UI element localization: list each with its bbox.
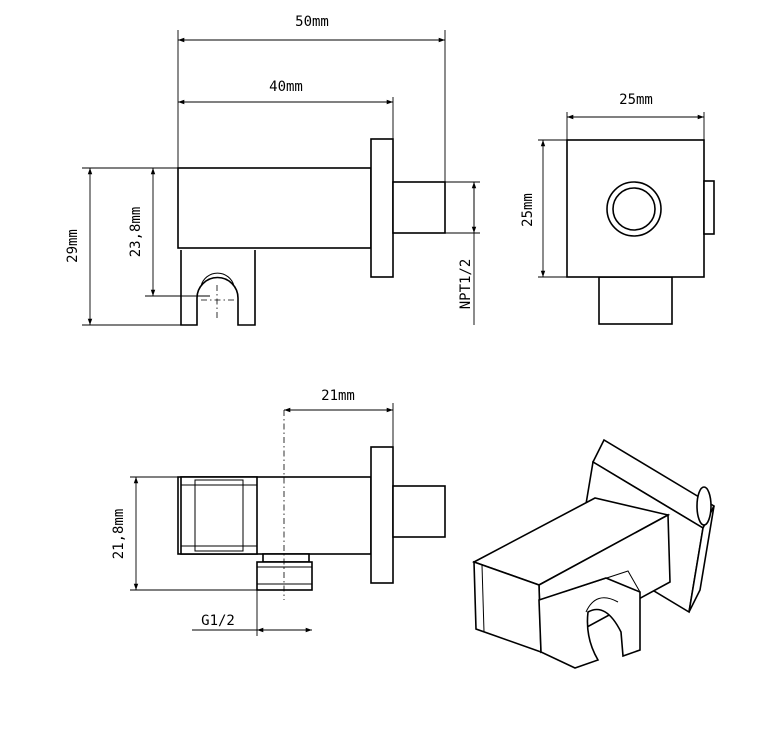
label-thread-outlet: NPT1/2 bbox=[458, 259, 474, 310]
label-body-length: 40mm bbox=[269, 79, 303, 95]
side-view: 25mm 25mm bbox=[520, 92, 715, 325]
label-overall-length: 50mm bbox=[295, 14, 329, 30]
label-bottom-height: 21,8mm bbox=[111, 509, 127, 560]
bottom-flange bbox=[370, 446, 394, 584]
front-view: 50mm 40mm 29mm 23,8mm NPT1/2 bbox=[65, 14, 480, 326]
side-inner-ring bbox=[612, 187, 656, 231]
isometric-view bbox=[472, 438, 716, 669]
bottom-view: 21mm 21,8mm G1/2 bbox=[111, 388, 446, 636]
side-nipple bbox=[703, 180, 715, 235]
label-block-height: 25mm bbox=[520, 193, 536, 227]
label-overall-height: 29mm bbox=[65, 229, 81, 263]
bottom-nipple bbox=[392, 485, 446, 538]
label-holder-offset: 21mm bbox=[321, 388, 355, 404]
front-holder bbox=[180, 250, 256, 326]
bottom-holder bbox=[180, 476, 258, 555]
front-flange bbox=[370, 138, 394, 278]
inlet-collar bbox=[262, 553, 310, 563]
inlet-thread bbox=[256, 561, 313, 591]
label-block-width: 25mm bbox=[619, 92, 653, 108]
side-stem bbox=[598, 276, 673, 325]
front-nipple bbox=[392, 181, 446, 234]
front-body bbox=[177, 167, 372, 249]
label-body-height: 23,8mm bbox=[128, 207, 144, 258]
label-thread-inlet: G1/2 bbox=[201, 613, 235, 629]
iso-nipple bbox=[696, 486, 712, 526]
